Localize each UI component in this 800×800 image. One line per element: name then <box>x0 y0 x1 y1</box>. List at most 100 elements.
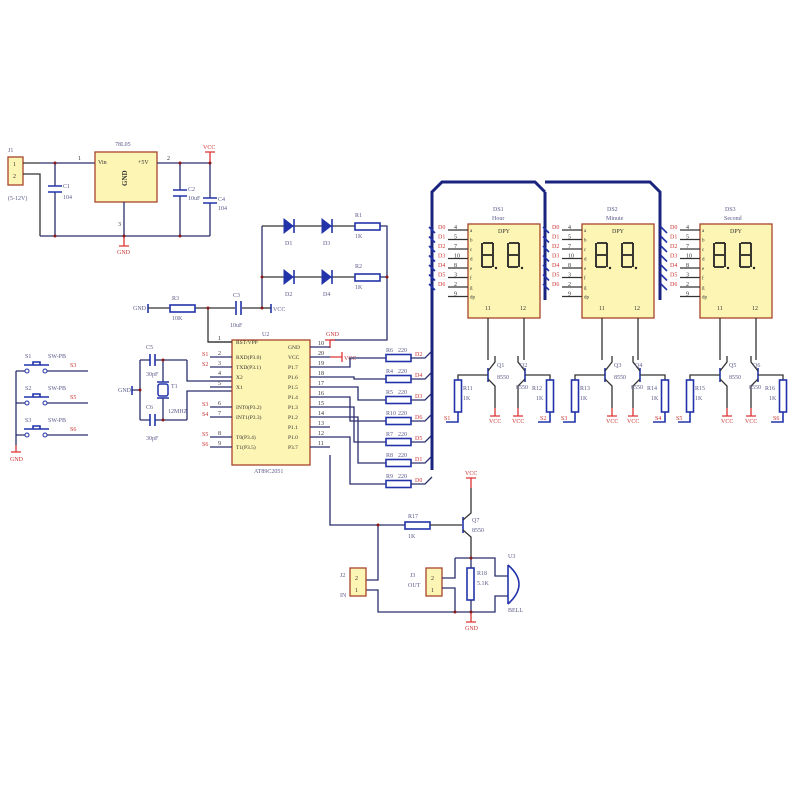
svg-text:S4: S4 <box>202 412 208 418</box>
j2-pin2: 2 <box>355 576 358 582</box>
svg-text:5: 5 <box>454 235 457 241</box>
svg-text:R8: R8 <box>386 453 393 459</box>
j1-voltage-label: (5-12V) <box>8 195 27 202</box>
svg-text:R5: R5 <box>386 390 393 396</box>
svg-text:8550: 8550 <box>614 375 626 381</box>
vcc-label: VCC <box>203 145 215 151</box>
svg-text:1K: 1K <box>769 396 777 402</box>
svg-text:c: c <box>584 248 587 253</box>
c4-value: 104 <box>218 206 227 212</box>
svg-text:INT0(P3.2): INT0(P3.2) <box>236 404 262 411</box>
svg-text:5: 5 <box>686 235 689 241</box>
svg-text:D3: D3 <box>552 254 559 260</box>
svg-text:dp: dp <box>584 296 590 301</box>
mcu-pin-9: 9T1(P3.5)S6 <box>202 441 256 451</box>
svg-text:Q5: Q5 <box>729 363 736 369</box>
mcu-ref: U2 <box>262 332 269 338</box>
switch-ref: S3 <box>25 418 31 424</box>
t1-value: 12MHZ <box>168 409 188 415</box>
svg-text:S6: S6 <box>773 416 779 422</box>
svg-text:R4: R4 <box>386 369 393 375</box>
svg-text:D4: D4 <box>438 263 445 269</box>
svg-text:7: 7 <box>218 411 221 417</box>
svg-text:12: 12 <box>520 306 526 312</box>
display-body <box>581 223 655 319</box>
svg-text:P1.1: P1.1 <box>288 425 298 431</box>
svg-text:11: 11 <box>717 306 723 312</box>
svg-text:220: 220 <box>398 369 407 375</box>
svg-text:11: 11 <box>318 441 324 447</box>
svg-text:a: a <box>584 229 587 234</box>
capacitor-c4 <box>203 197 217 204</box>
svg-text:VCC: VCC <box>606 419 618 425</box>
svg-text:1K: 1K <box>695 396 703 402</box>
svg-text:S3: S3 <box>202 402 208 408</box>
svg-text:R9: R9 <box>386 474 393 480</box>
svg-text:P1.2: P1.2 <box>288 415 298 421</box>
svg-text:10: 10 <box>318 341 324 347</box>
svg-text:D0: D0 <box>670 225 677 231</box>
svg-text:Q6: Q6 <box>753 363 760 369</box>
svg-text:D1: D1 <box>552 235 559 241</box>
svg-text:X1: X1 <box>236 385 243 391</box>
svg-text:D4: D4 <box>415 373 422 379</box>
regulator-gnd-label: GND <box>121 170 129 186</box>
svg-text:P1.3: P1.3 <box>288 405 298 411</box>
q7-ref: Q7 <box>472 518 479 524</box>
display-body <box>699 223 773 319</box>
svg-text:S4: S4 <box>655 416 661 422</box>
svg-text:10: 10 <box>568 254 574 260</box>
svg-text:D6: D6 <box>415 415 422 421</box>
mcu-pin-4: 4X2 <box>210 371 243 381</box>
svg-text:f: f <box>470 277 472 282</box>
svg-text:R13: R13 <box>580 386 590 392</box>
svg-text:S2: S2 <box>202 362 208 368</box>
svg-text:D5: D5 <box>552 273 559 279</box>
svg-text:DPY: DPY <box>730 229 743 235</box>
seven-segment-digit <box>507 242 520 268</box>
svg-text:D3: D3 <box>670 254 677 260</box>
svg-text:a: a <box>702 229 705 234</box>
j3-pin1: 1 <box>431 588 434 594</box>
svg-text:Q4: Q4 <box>635 363 642 369</box>
svg-text:P1.0: P1.0 <box>288 435 298 441</box>
svg-text:D1: D1 <box>415 457 422 463</box>
svg-text:D3: D3 <box>415 394 422 400</box>
svg-text:T0(P3.4): T0(P3.4) <box>236 434 256 441</box>
svg-text:D0: D0 <box>415 478 422 484</box>
led-d3-ref: D3 <box>323 241 330 247</box>
svg-text:12: 12 <box>634 306 640 312</box>
svg-text:INT1(P3.3): INT1(P3.3) <box>236 414 262 421</box>
svg-text:P1.4: P1.4 <box>288 395 298 401</box>
svg-text:D5: D5 <box>670 273 677 279</box>
svg-text:f: f <box>702 277 704 282</box>
resistor-r3 <box>169 304 196 313</box>
svg-text:2: 2 <box>568 282 571 288</box>
svg-text:a: a <box>470 229 473 234</box>
svg-text:c: c <box>702 248 705 253</box>
svg-text:4: 4 <box>568 225 571 231</box>
svg-text:D6: D6 <box>438 282 445 288</box>
capacitor-c2 <box>173 189 187 197</box>
seven-segment-digit <box>713 242 726 268</box>
svg-text:8: 8 <box>568 263 571 269</box>
svg-text:19: 19 <box>318 361 324 367</box>
switch-gnd-label: GND <box>10 457 24 463</box>
r17-ref: R17 <box>408 514 418 520</box>
svg-text:R14: R14 <box>647 386 657 392</box>
svg-text:R10: R10 <box>386 411 396 417</box>
t1-ref: T1 <box>171 384 178 390</box>
reset-gnd-label: GND <box>133 306 147 312</box>
